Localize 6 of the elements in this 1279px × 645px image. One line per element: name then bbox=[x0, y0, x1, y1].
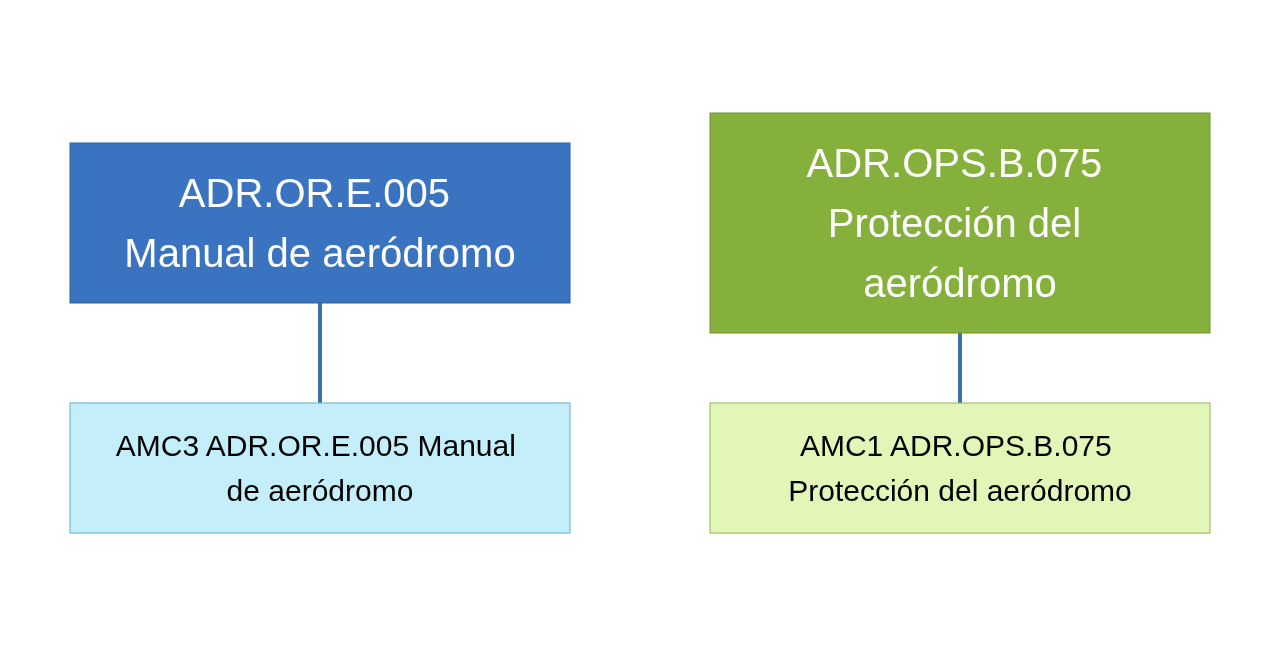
node-box: AMC1 ADR.OPS.B.075 Protección del aeródromo bbox=[709, 402, 1210, 533]
connector bbox=[957, 332, 962, 403]
node-box: ADR.OR.E.005 Manual de aeródromo bbox=[69, 142, 570, 303]
node-box: AMC3 ADR.OR.E.005 Manual de aeródromo bbox=[69, 402, 570, 533]
connector bbox=[317, 302, 322, 403]
node-box: ADR.OPS.B.075 Protección del aeródromo bbox=[709, 112, 1210, 333]
